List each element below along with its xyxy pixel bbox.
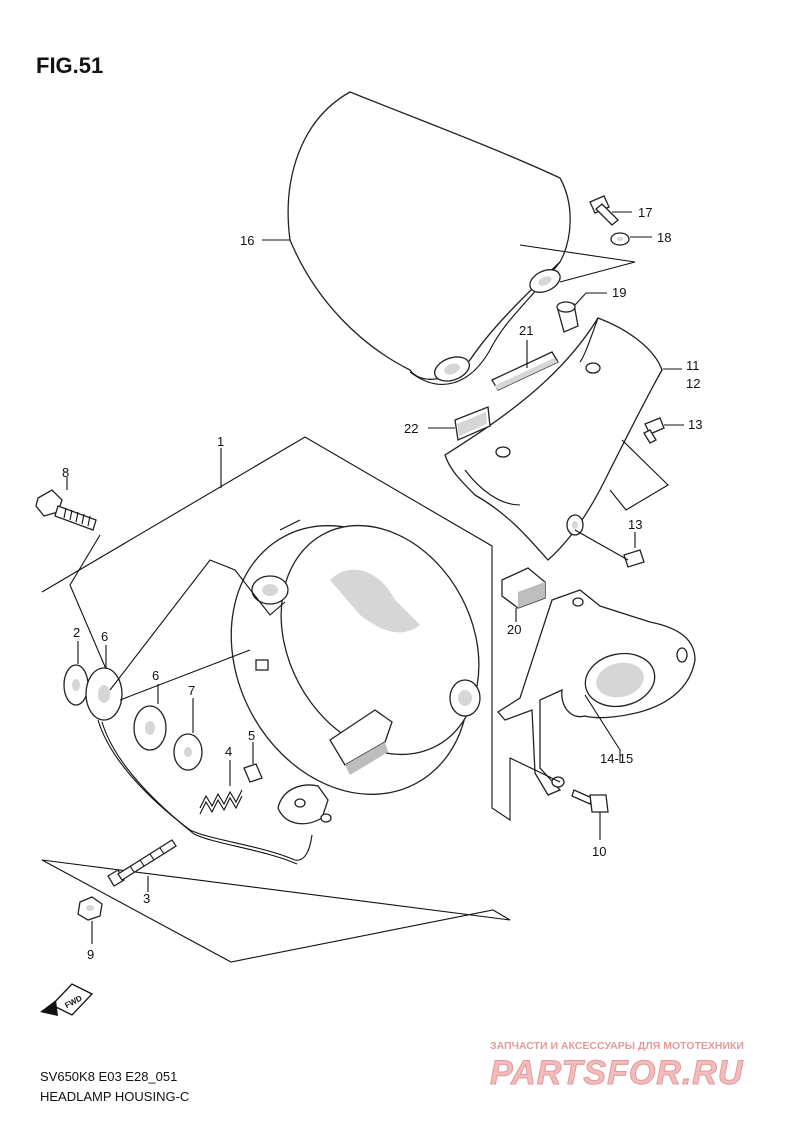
part-5-nut: [243, 763, 263, 783]
callout-21: 21: [519, 323, 533, 338]
part-20-cushion: [501, 567, 546, 609]
callout-12: 12: [686, 376, 700, 391]
watermark-brand: PARTSFOR.RU: [490, 1054, 744, 1092]
callout-8: 8: [62, 465, 69, 480]
figure-caption: HEADLAMP HOUSING-C: [40, 1089, 189, 1104]
adjuster-bracket: [277, 784, 332, 825]
part-4-spring: [199, 789, 243, 815]
part-6-rubber-a: [85, 667, 123, 721]
callout-13a: 13: [688, 417, 702, 432]
watermark-tagline: ЗАПЧАСТИ И АКСЕССУАРЫ ДЛЯ МОТОТЕХНИКИ: [490, 1040, 744, 1052]
fwd-arrow-icon: FWD: [40, 983, 94, 1016]
figure-title: FIG.51: [36, 53, 103, 78]
callout-4: 4: [225, 744, 232, 759]
part-8-bolt: [35, 489, 97, 531]
housing-group-outline: [41, 436, 561, 963]
callout-3: 3: [143, 891, 150, 906]
part-13-screw-a: [643, 417, 665, 444]
callout-10: 10: [592, 844, 606, 859]
callout-19: 19: [612, 285, 626, 300]
part-19-grommet: [556, 301, 579, 333]
callout-5: 5: [248, 728, 255, 743]
callout-18: 18: [657, 230, 671, 245]
callout-14-15: 14-15: [600, 751, 633, 766]
callout-7: 7: [188, 683, 195, 698]
part-17-screw: [589, 195, 619, 226]
part-16-windscreen: [287, 91, 636, 385]
part-2-cushion: [63, 664, 89, 706]
part-1-housing-shell: [230, 519, 481, 795]
callout-20: 20: [507, 622, 521, 637]
callout-6a: 6: [101, 629, 108, 644]
callout-13b: 13: [628, 517, 642, 532]
model-code: SV650K8 E03 E28_051: [40, 1069, 177, 1084]
part-21-strip: [491, 351, 559, 391]
partsfor-watermark: ЗАПЧАСТИ И АКСЕССУАРЫ ДЛЯ МОТОТЕХНИКИ PA…: [490, 1040, 744, 1093]
part-11-12-cover: [444, 317, 669, 561]
callout-22: 22: [404, 421, 418, 436]
callout-1: 1: [217, 434, 224, 449]
part-13-screw-b: [574, 529, 645, 568]
part-14-15-bracket: [497, 589, 696, 796]
part-10-bolt: [571, 789, 609, 813]
part-7-washer: [173, 733, 203, 771]
adjuster-wire: [97, 719, 313, 861]
part-9-nut: [77, 896, 103, 921]
part-3-screw: [107, 839, 177, 887]
callout-6b: 6: [152, 668, 159, 683]
part-18-washer: [610, 232, 630, 246]
callout-11: 11: [686, 358, 700, 373]
callout-9: 9: [87, 947, 94, 962]
part-6-rubber-b: [133, 705, 167, 751]
part-22-label: [454, 406, 491, 441]
callout-17: 17: [638, 205, 652, 220]
callout-2: 2: [73, 625, 80, 640]
callout-16: 16: [240, 233, 254, 248]
